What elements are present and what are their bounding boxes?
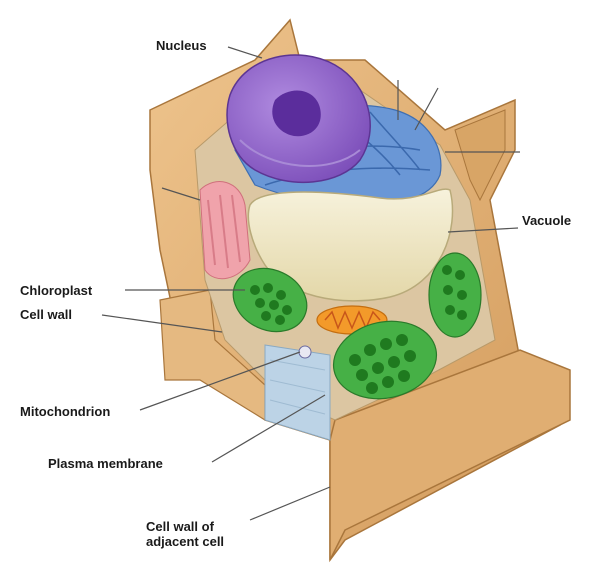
label-nucleus: Nucleus: [156, 38, 207, 53]
label-cell-wall-adjacent-line2: adjacent cell: [146, 534, 224, 549]
chloroplast-right: [429, 253, 481, 337]
label-chloroplast: Chloroplast: [20, 283, 92, 298]
label-plasma-membrane: Plasma membrane: [48, 456, 163, 471]
label-cell-wall: Cell wall: [20, 307, 72, 322]
label-cell-wall-adjacent-line1: Cell wall of: [146, 519, 224, 534]
label-cell-wall-adjacent: Cell wall of adjacent cell: [146, 519, 224, 549]
label-mitochondrion: Mitochondrion: [20, 404, 110, 419]
plasma-membrane-panel: [265, 345, 330, 440]
golgi-apparatus: [200, 182, 250, 279]
leader-cell-wall-adjacent: [250, 487, 330, 520]
label-vacuole: Vacuole: [522, 213, 571, 228]
leader-nucleus: [228, 47, 262, 58]
nucleus: [227, 55, 370, 182]
vesicle: [299, 346, 311, 358]
